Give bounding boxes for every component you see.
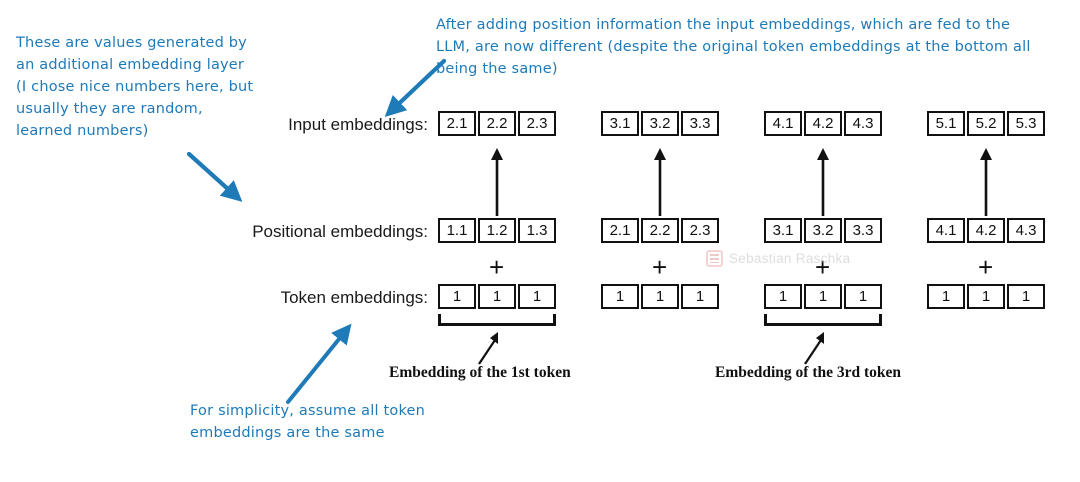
embedding-cell: 2.1 <box>601 218 639 243</box>
embedding-cell: 4.1 <box>764 111 802 136</box>
embedding-cell: 1 <box>601 284 639 309</box>
plus-operator: + <box>978 252 994 282</box>
plus-operator: + <box>815 252 831 282</box>
annotation-positional-values: These are values generated by an additio… <box>16 35 254 139</box>
blue-arrow-to-positional-row <box>186 151 243 202</box>
embedding-cell: 1 <box>764 284 802 309</box>
embedding-cell: 1 <box>438 284 476 309</box>
embedding-cell: 3.1 <box>764 218 802 243</box>
embedding-cell: 1 <box>927 284 965 309</box>
embedding-cell: 2.3 <box>681 218 719 243</box>
sum-arrow-up <box>491 148 503 216</box>
embedding-cell: 5.1 <box>927 111 965 136</box>
embedding-cell: 4.3 <box>844 111 882 136</box>
token-embedding-caption: Embedding of the 1st token <box>389 364 571 381</box>
embedding-cell: 4.2 <box>804 111 842 136</box>
embedding-cell: 2.3 <box>518 111 556 136</box>
sum-arrow-up <box>980 148 992 216</box>
annotation-token-embeddings: For simplicity, assume all token embeddi… <box>190 403 426 441</box>
embedding-cell: 1 <box>967 284 1005 309</box>
plus-operator: + <box>489 252 505 282</box>
embedding-cell: 4.3 <box>1007 218 1045 243</box>
embedding-cell: 1 <box>641 284 679 309</box>
sum-arrow-up <box>817 148 829 216</box>
caption-pointer-arrow <box>478 332 498 365</box>
embedding-cell: 4.2 <box>967 218 1005 243</box>
embedding-cell: 1 <box>478 284 516 309</box>
watermark-logo-icon <box>706 250 723 267</box>
embedding-cell: 3.2 <box>804 218 842 243</box>
blue-arrow-to-token-row <box>286 323 352 404</box>
row-label-positional-embeddings: Positional embeddings: <box>252 222 428 241</box>
plus-operator: + <box>652 252 668 282</box>
embedding-cell: 5.2 <box>967 111 1005 136</box>
embedding-cell: 1 <box>518 284 556 309</box>
embedding-cell: 1.3 <box>518 218 556 243</box>
embedding-cell: 5.3 <box>1007 111 1045 136</box>
row-label-token-embeddings: Token embeddings: <box>280 288 428 307</box>
embedding-cell: 3.3 <box>681 111 719 136</box>
token-group-bracket <box>764 314 882 326</box>
embedding-cell: 3.2 <box>641 111 679 136</box>
embedding-cell: 2.2 <box>641 218 679 243</box>
token-group-bracket <box>438 314 556 326</box>
token-embedding-caption: Embedding of the 3rd token <box>715 364 902 381</box>
embedding-cell: 1 <box>804 284 842 309</box>
embedding-cell: 2.2 <box>478 111 516 136</box>
sum-arrow-up <box>654 148 666 216</box>
watermark-text: Sebastian Raschka <box>729 251 851 266</box>
caption-pointer-arrow <box>804 332 824 365</box>
embedding-cell: 3.1 <box>601 111 639 136</box>
embedding-cell: 4.1 <box>927 218 965 243</box>
embedding-cell: 1 <box>844 284 882 309</box>
embedding-cell: 1 <box>681 284 719 309</box>
embedding-cell: 2.1 <box>438 111 476 136</box>
embedding-cell: 1 <box>1007 284 1045 309</box>
embedding-cell: 3.3 <box>844 218 882 243</box>
blue-arrow-to-input-row <box>384 58 447 118</box>
row-label-input-embeddings: Input embeddings: <box>288 115 428 134</box>
annotation-input-embeddings: After adding position information the in… <box>436 17 1031 77</box>
embedding-cell: 1.1 <box>438 218 476 243</box>
embedding-cell: 1.2 <box>478 218 516 243</box>
